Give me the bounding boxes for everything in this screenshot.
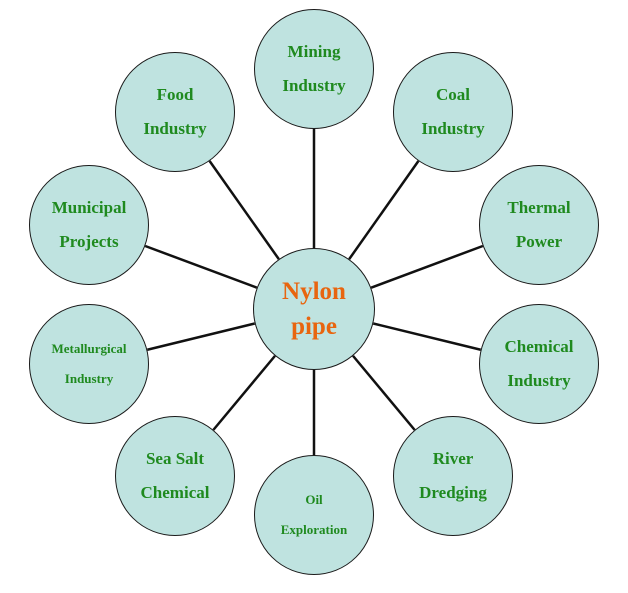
node-label-line: Power [515,232,563,251]
connector-line [144,244,258,289]
node-sea-salt-chemical: Sea Salt Chemical [115,416,235,536]
node-mining-industry: Mining Industry [254,9,374,129]
node-oil-exploration: Oil Exploration [254,455,374,575]
node-label-line: Chemical [140,483,210,502]
node-coal-industry: Coal Industry [393,52,513,172]
center-label-line-2: pipe [291,313,337,340]
node-label-line: Projects [59,232,119,251]
node-river-dredging: River Dredging [393,416,513,536]
node-label-line: Municipal [51,198,127,217]
node-label-line: Mining [287,42,341,61]
node-label-line: Industry [64,371,114,386]
node-label-line: Metallurgical [51,341,127,356]
connector-line [372,322,482,351]
node-label-line: River [432,449,474,468]
center-node-nylon-pipe: Nylon pipe [253,248,375,370]
node-label-line: Sea Salt [145,449,205,468]
node-label-line: Coal [436,85,470,104]
node-label-line: Dredging [419,483,487,502]
node-label-line: Industry [282,76,346,95]
node-label-line: Industry [421,119,485,138]
connector-line [212,355,276,431]
node-metallurgical-industry: Metallurgical Industry [29,304,149,424]
node-municipal-projects: Municipal Projects [29,165,149,285]
node-label-line: Industry [143,119,207,138]
connector-line [146,322,256,351]
node-chemical-industry: Chemical Industry [479,304,599,424]
node-label-line: Thermal [507,198,571,217]
connector-line [348,160,420,260]
node-food-industry: Food Industry [115,52,235,172]
connector-line [208,160,280,260]
node-label-line: Food [156,85,194,104]
node-label-line: Exploration [280,522,348,537]
connector-line [370,244,484,289]
node-label-line: Chemical [504,337,574,356]
node-label-line: Oil [305,492,323,507]
connector-line [352,355,416,431]
node-label-line: Industry [507,371,571,390]
node-thermal-power: Thermal Power [479,165,599,285]
center-label-line-1: Nylon [282,278,346,305]
